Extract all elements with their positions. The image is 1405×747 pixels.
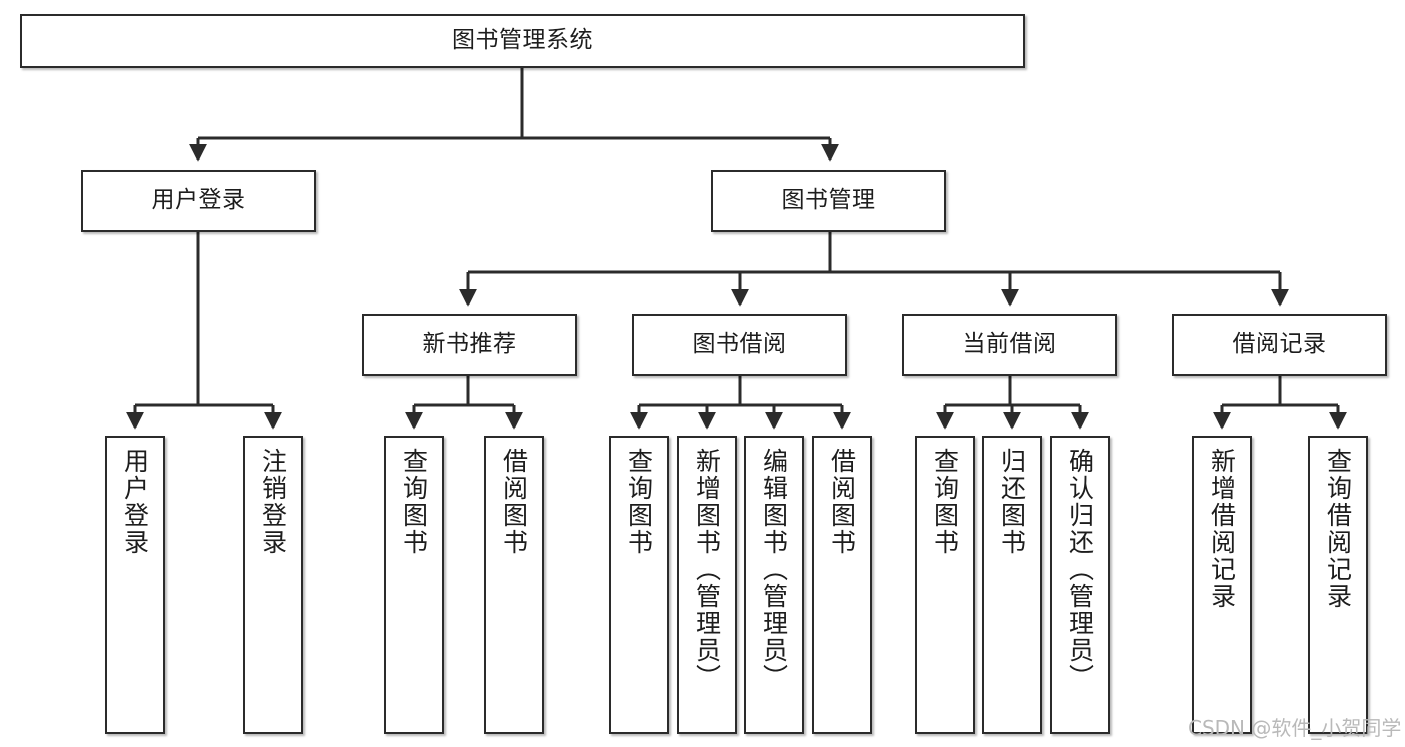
node-borrow-record[interactable]: 借阅记录 (1172, 314, 1387, 376)
leaf-add-book-label: 新增图书（管理员） (692, 448, 722, 691)
leaf-query-book-1[interactable]: 查询图书 (384, 436, 444, 734)
node-book-borrow[interactable]: 图书借阅 (632, 314, 847, 376)
leaf-edit-book[interactable]: 编辑图书（管理员） (744, 436, 804, 734)
node-book-management[interactable]: 图书管理 (711, 170, 946, 232)
csdn-watermark: CSDN @软件_小贺同学 (1188, 716, 1402, 740)
leaf-query-book-3[interactable]: 查询图书 (915, 436, 975, 734)
node-new-book-recommend-label: 新书推荐 (422, 331, 517, 358)
leaf-add-record-label: 新增借阅记录 (1207, 448, 1237, 610)
leaf-return-book-label: 归还图书 (997, 448, 1027, 556)
leaf-logout-login[interactable]: 注销登录 (243, 436, 303, 734)
node-book-borrow-label: 图书借阅 (692, 331, 787, 358)
leaf-query-record-label: 查询借阅记录 (1323, 448, 1353, 610)
leaf-query-book-2-label: 查询图书 (624, 448, 654, 556)
leaf-query-book-2[interactable]: 查询图书 (609, 436, 669, 734)
leaf-query-record[interactable]: 查询借阅记录 (1308, 436, 1368, 734)
leaf-edit-book-label: 编辑图书（管理员） (759, 448, 789, 691)
node-borrow-record-label: 借阅记录 (1232, 331, 1327, 358)
leaf-borrow-book-2[interactable]: 借阅图书 (812, 436, 872, 734)
node-user-login-label: 用户登录 (151, 187, 246, 214)
leaf-borrow-book-1[interactable]: 借阅图书 (484, 436, 544, 734)
node-current-borrow-label: 当前借阅 (962, 331, 1057, 358)
leaf-borrow-book-1-label: 借阅图书 (499, 448, 529, 556)
node-new-book-recommend[interactable]: 新书推荐 (362, 314, 577, 376)
leaf-query-book-3-label: 查询图书 (930, 448, 960, 556)
node-root-label: 图书管理系统 (452, 27, 593, 54)
leaf-query-book-1-label: 查询图书 (399, 448, 429, 556)
leaf-user-login[interactable]: 用户登录 (105, 436, 165, 734)
leaf-borrow-book-2-label: 借阅图书 (827, 448, 857, 556)
leaf-user-login-label: 用户登录 (120, 448, 150, 556)
leaf-confirm-return[interactable]: 确认归还（管理员） (1050, 436, 1110, 734)
leaf-add-record[interactable]: 新增借阅记录 (1192, 436, 1252, 734)
node-current-borrow[interactable]: 当前借阅 (902, 314, 1117, 376)
leaf-confirm-return-label: 确认归还（管理员） (1065, 448, 1095, 691)
node-root[interactable]: 图书管理系统 (20, 14, 1025, 68)
leaf-return-book[interactable]: 归还图书 (982, 436, 1042, 734)
leaf-logout-login-label: 注销登录 (258, 448, 288, 556)
node-book-management-label: 图书管理 (781, 187, 876, 214)
leaf-add-book[interactable]: 新增图书（管理员） (677, 436, 737, 734)
node-user-login[interactable]: 用户登录 (81, 170, 316, 232)
